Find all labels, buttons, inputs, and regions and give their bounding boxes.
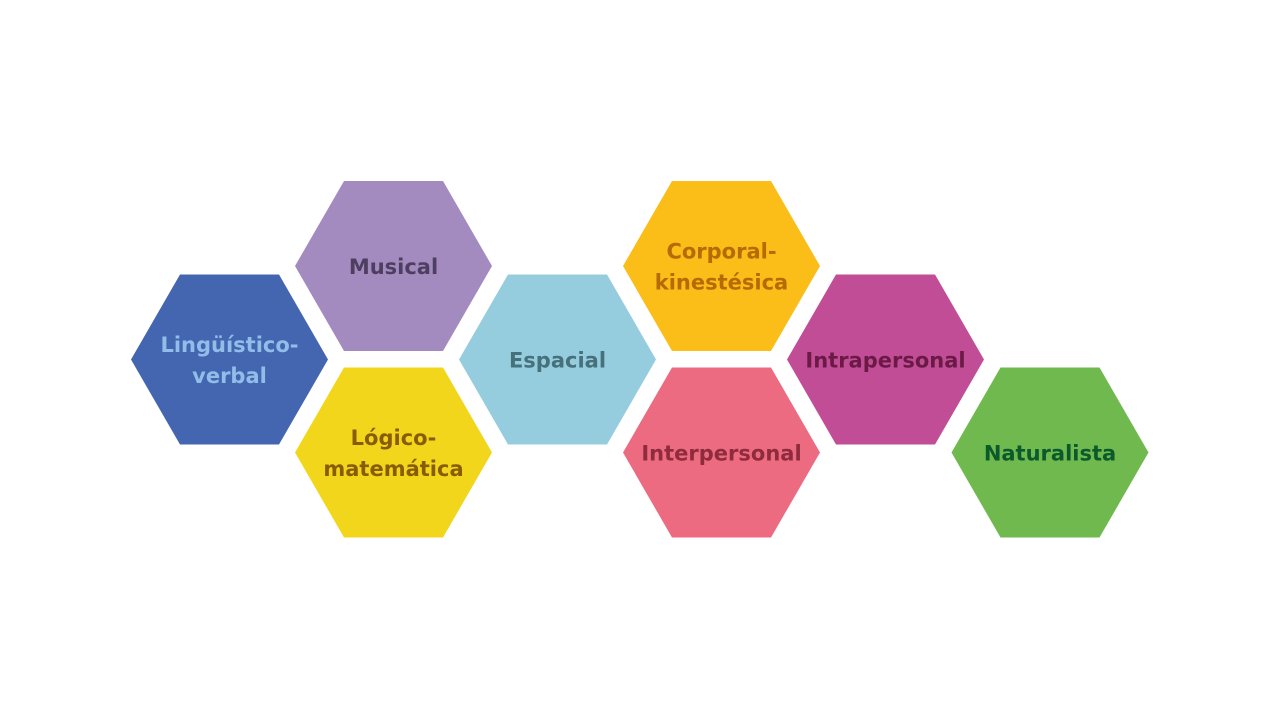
hexagon-label: Corporal- [666,240,776,264]
hexagon-label: Intrapersonal [805,349,965,373]
hexagon-label: matemática [323,457,463,481]
hexagon-intrapersonal: Intrapersonal [787,274,984,445]
hexagon-logico: Lógico-matemática [295,367,492,538]
hexagon-musical: Musical [295,181,492,351]
hexagon-shape [295,181,492,351]
hexagon-label: Lingüístico- [160,333,298,357]
hexagon-shape [459,274,656,445]
hexagon-shape [951,367,1149,538]
hexagon-shape [131,274,328,445]
hexagon-linguistico: Lingüístico-verbal [131,274,328,445]
hexagon-label: verbal [192,364,267,388]
hexagon-shape [623,367,820,538]
hexagon-shape [787,274,984,445]
hexagon-label: Musical [349,255,438,279]
hexagon-naturalista: Naturalista [951,367,1149,538]
hexagon-espacial: Espacial [459,274,656,445]
hexagon-interpersonal: Interpersonal [623,367,820,538]
hexagon-corporal: Corporal-kinestésica [623,181,820,351]
hexagon-label: Lógico- [351,426,437,450]
hexagon-shape [295,367,492,538]
hexagon-label: Espacial [509,349,606,373]
hexagon-label: kinestésica [655,271,788,295]
hexagon-shape [623,181,820,351]
hexagon-label: Interpersonal [641,442,801,466]
hexagon-label: Naturalista [984,442,1116,466]
